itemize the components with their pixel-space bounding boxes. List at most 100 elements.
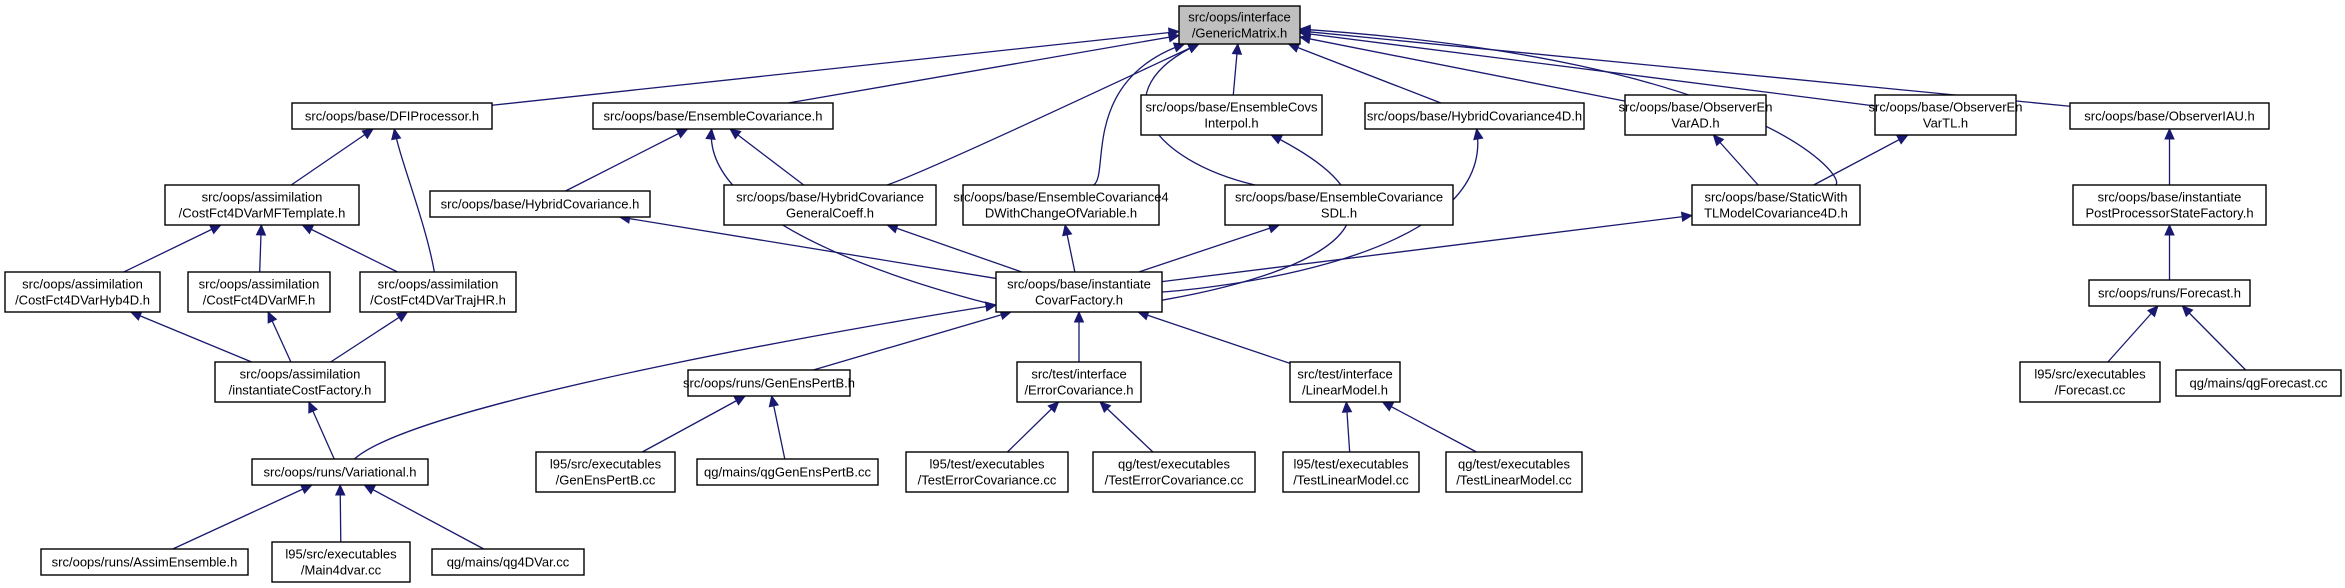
node-ensemble-covariance[interactable]: src/oops/base/EnsembleCovariance.h: [592, 102, 834, 130]
node-box: [995, 271, 1163, 313]
node-ensemble-covariance-4d-with-change[interactable]: src/oops/base/EnsembleCovariance4DWithCh…: [953, 184, 1169, 226]
node-box: [687, 369, 851, 397]
node-qg-4dvar-cc[interactable]: qg/mains/qg4DVar.cc: [431, 548, 585, 576]
dependency-edge: [1288, 43, 1442, 104]
node-label: /CostFct4DVarMF.h: [203, 293, 315, 308]
edge-arrowhead: [334, 483, 346, 496]
node-l95-forecast-cc[interactable]: l95/src/executables/Forecast.cc: [2019, 361, 2161, 403]
edge-arrowhead: [1047, 401, 1060, 414]
node-l95-test-error-covariance-cc[interactable]: l95/test/executables/TestErrorCovariance…: [905, 451, 1069, 493]
edge-arrowhead: [984, 301, 998, 312]
node-variational-h[interactable]: src/oops/runs/Variational.h: [251, 458, 429, 486]
node-box: [1364, 102, 1585, 130]
node-cost-fct-4dvar-mf-template[interactable]: src/oops/assimilation/CostFct4DVarMFTemp…: [164, 184, 360, 226]
node-label: /LinearModel.h: [1302, 383, 1388, 398]
node-box: [1445, 451, 1583, 493]
dependency-edge: [354, 304, 997, 460]
node-label: l95/test/executables: [1294, 457, 1409, 472]
node-label: PostProcessorStateFactory.h: [2085, 206, 2253, 221]
dependency-edge: [1161, 214, 1693, 283]
node-hybrid-covariance-4d[interactable]: src/oops/base/HybridCovariance4D.h: [1364, 102, 1585, 130]
node-label: l95/src/executables: [550, 457, 662, 472]
node-l95-main-4dvar-cc[interactable]: l95/src/executables/Main4dvar.cc: [271, 541, 411, 583]
node-qg-test-error-covariance-cc[interactable]: qg/test/executables/TestErrorCovariance.…: [1092, 451, 1256, 493]
node-gen-ens-pert-b-h[interactable]: src/oops/runs/GenEnsPertB.h: [683, 369, 855, 397]
node-instantiate-cost-factory[interactable]: src/oops/assimilation/instantiateCostFac…: [214, 361, 386, 403]
node-label: src/oops/base/ObserverIAU.h: [2084, 109, 2255, 124]
node-assim-ensemble-h[interactable]: src/oops/runs/AssimEnsemble.h: [40, 548, 249, 576]
node-cost-fct-4dvar-hyb-4d[interactable]: src/oops/assimilation/CostFct4DVarHyb4D.…: [4, 271, 161, 313]
node-label: qg/test/executables: [1458, 457, 1571, 472]
node-label: VarTL.h: [1923, 116, 1968, 131]
dependency-edge: [887, 224, 1022, 273]
node-label: src/oops/runs/GenEnsPertB.h: [683, 376, 855, 391]
node-label: GeneralCoeff.h: [786, 206, 874, 221]
node-qg-test-linear-model-cc[interactable]: qg/test/executables/TestLinearModel.cc: [1445, 451, 1583, 493]
dependency-edge: [1006, 401, 1060, 453]
edge-arrowhead: [705, 127, 716, 140]
edge-arrowhead: [1381, 401, 1395, 412]
dependency-edge: [1138, 224, 1280, 273]
node-hybrid-covariance[interactable]: src/oops/base/HybridCovariance.h: [429, 190, 651, 218]
node-qg-forecast-cc[interactable]: qg/mains/qgForecast.cc: [2175, 369, 2342, 397]
node-label: src/oops/base/HybridCovariance: [736, 190, 924, 205]
graph-nodes: src/oops/interface/GenericMatrix.h src/oo…: [4, 5, 2342, 583]
dependency-edge: [788, 34, 1180, 104]
node-box: [4, 271, 161, 313]
edge-arrowhead: [300, 484, 313, 495]
node-label: src/oops/assimilation: [199, 277, 320, 292]
node-label: DWithChangeOfVariable.h: [985, 206, 1137, 221]
node-cost-fct-4dvar-mf[interactable]: src/oops/assimilation/CostFct4DVarMF.h: [187, 271, 331, 313]
edge-arrowhead: [301, 224, 315, 235]
edge-arrowhead: [255, 223, 267, 236]
node-label: src/oops/assimilation: [202, 190, 323, 205]
node-observer-iau[interactable]: src/oops/base/ObserverIAU.h: [2069, 102, 2270, 130]
node-label: /TestErrorCovariance.cc: [918, 473, 1057, 488]
node-l95-gen-ens-pert-b-cc[interactable]: l95/src/executables/GenEnsPertB.cc: [535, 451, 676, 493]
node-label: src/oops/base/ObserverEn: [1869, 100, 2023, 115]
node-label: src/oops/base/instantiate: [1007, 277, 1151, 292]
node-label: qg/mains/qgForecast.cc: [2189, 376, 2328, 391]
node-qg-gen-ens-pert-b-cc[interactable]: qg/mains/qgGenEnsPertB.cc: [696, 458, 879, 486]
node-static-with-tl-model-covariance-4d[interactable]: src/oops/base/StaticWithTLModelCovarianc…: [1691, 184, 1861, 226]
node-label: l95/src/executables: [285, 547, 397, 562]
node-box: [535, 451, 676, 493]
node-label: /CostFct4DVarMFTemplate.h: [179, 206, 346, 221]
node-instantiate-post-processor-state-factory[interactable]: src/oops/base/instantiatePostProcessorSt…: [2072, 184, 2267, 226]
dependency-edge: [1299, 30, 2071, 107]
dependency-edge: [1137, 311, 1291, 365]
node-box: [251, 458, 429, 486]
node-box: [1092, 451, 1256, 493]
dependency-edge: [123, 224, 222, 273]
dependency-edge: [1093, 43, 1185, 186]
node-box: [214, 361, 386, 403]
node-l95-test-linear-model-cc[interactable]: l95/test/executables/TestLinearModel.cc: [1282, 451, 1420, 493]
node-box: [2088, 279, 2251, 307]
node-label: src/test/interface: [1031, 367, 1126, 382]
node-box: [1140, 94, 1323, 136]
node-linear-model-h[interactable]: src/test/interface/LinearModel.h: [1289, 361, 1401, 403]
dependency-edge: [393, 128, 436, 273]
edge-arrowhead: [1270, 134, 1284, 145]
node-generic-matrix: src/oops/interface/GenericMatrix.h: [1178, 5, 1301, 45]
node-dfi-processor[interactable]: src/oops/base/DFIProcessor.h: [291, 102, 493, 130]
node-label: l95/test/executables: [930, 457, 1045, 472]
node-box: [2175, 369, 2342, 397]
edge-arrowhead: [1712, 134, 1725, 147]
node-label: /TestLinearModel.cc: [1293, 473, 1409, 488]
node-hybrid-covariance-general-coeff[interactable]: src/oops/base/HybridCovarianceGeneralCoe…: [723, 184, 937, 226]
dependency-edge: [771, 395, 786, 460]
node-box: [429, 190, 651, 218]
node-label: src/oops/base/EnsembleCovariance: [1235, 190, 1443, 205]
node-error-covariance-h[interactable]: src/test/interface/ErrorCovariance.h: [1016, 361, 1142, 403]
node-label: src/oops/runs/Forecast.h: [2098, 286, 2241, 301]
node-forecast-h[interactable]: src/oops/runs/Forecast.h: [2088, 279, 2251, 307]
node-label: src/oops/base/instantiate: [2098, 190, 2242, 205]
node-cost-fct-4dvar-traj-hr[interactable]: src/oops/assimilation/CostFct4DVarTrajHR…: [359, 271, 517, 313]
node-box: [1178, 5, 1301, 45]
